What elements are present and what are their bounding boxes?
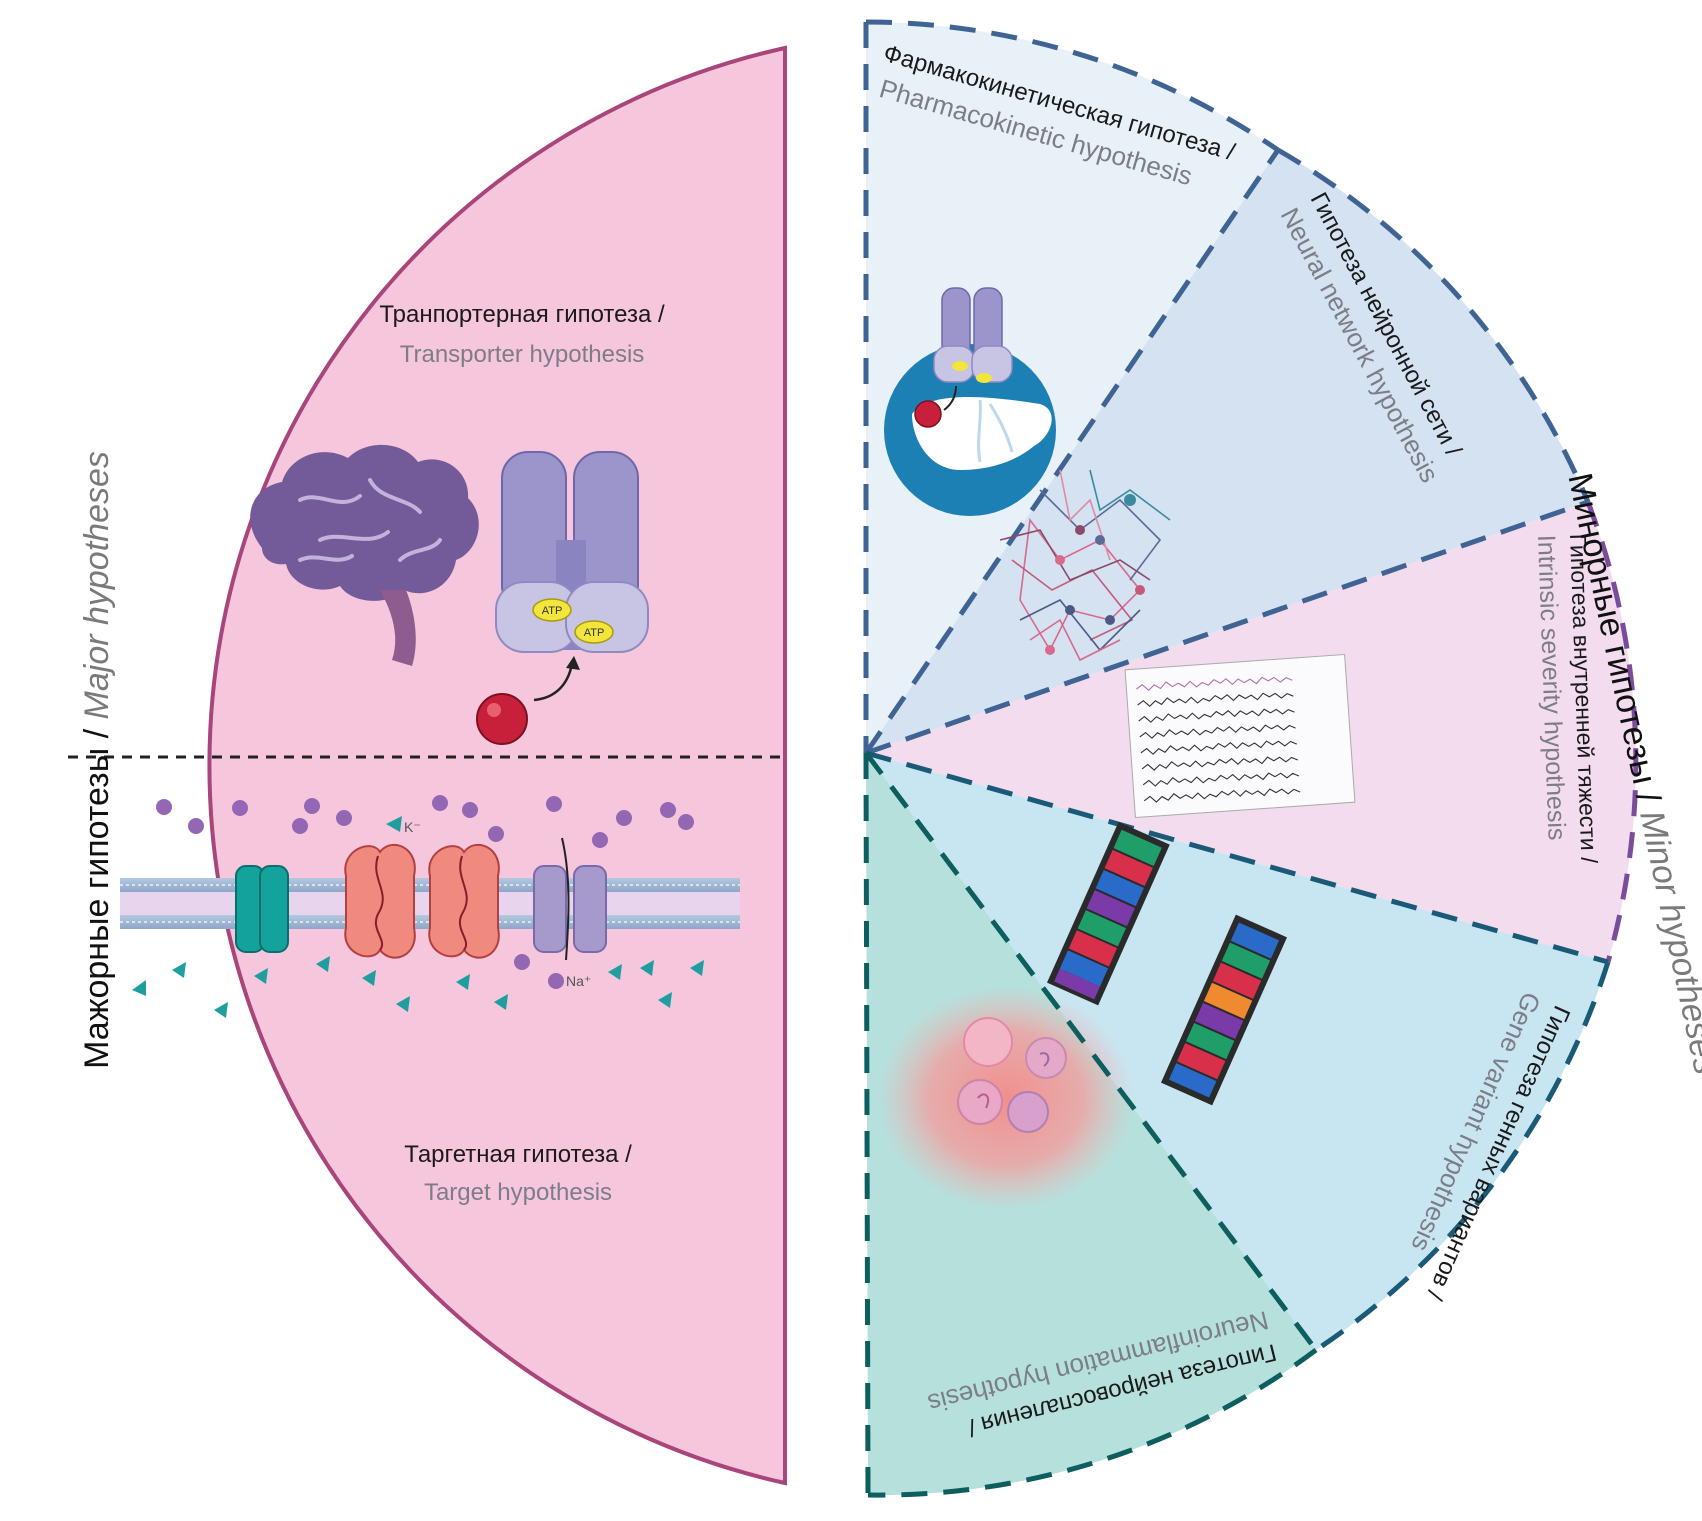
gene-variant-sector	[866, 753, 1608, 1350]
major-title-ru: Мажорные гипотезы /	[78, 719, 116, 1068]
na-ion-label: Na⁺	[566, 973, 591, 989]
major-hypotheses-title: Мажорные гипотезы / Major hypotheses	[78, 451, 116, 1069]
inflammation-cells-icon	[878, 986, 1134, 1210]
drug-molecule-icon	[476, 656, 580, 745]
major-hypotheses-sector	[207, 45, 787, 1486]
target-hypothesis-en: Target hypothesis	[424, 1179, 612, 1206]
brain-icon	[250, 444, 479, 666]
eeg-icon	[1124, 653, 1356, 819]
target-hypothesis-ru: Таргетная гипотеза /	[404, 1141, 632, 1168]
k-ion-label: K⁻	[404, 819, 421, 835]
neuron-network-icon	[999, 469, 1171, 662]
abc-transporter-icon: ATP ATP	[495, 451, 649, 653]
ion-channel-icon: K⁻ Na⁺	[120, 795, 740, 1018]
transporter-hypothesis-ru: Транпортерная гипотеза /	[379, 301, 665, 328]
atp-label-2: ATP	[584, 627, 605, 639]
liver-icon	[884, 287, 1056, 516]
atp-label-1: ATP	[542, 605, 563, 617]
intrinsic-severity-label: Гипотеза внутренней тяжести / Intrinsic …	[1532, 533, 1602, 864]
neural-network-sector	[866, 150, 1588, 753]
minor-title-en: Minor hypotheses	[1632, 807, 1702, 1077]
pharmacokinetic-sector	[866, 22, 1278, 753]
major-title-en: Major hypotheses	[78, 451, 116, 719]
dna-icon	[1047, 821, 1287, 1106]
minor-sector-borders	[863, 19, 1639, 1498]
transporter-hypothesis-en: Transporter hypothesis	[400, 341, 645, 368]
